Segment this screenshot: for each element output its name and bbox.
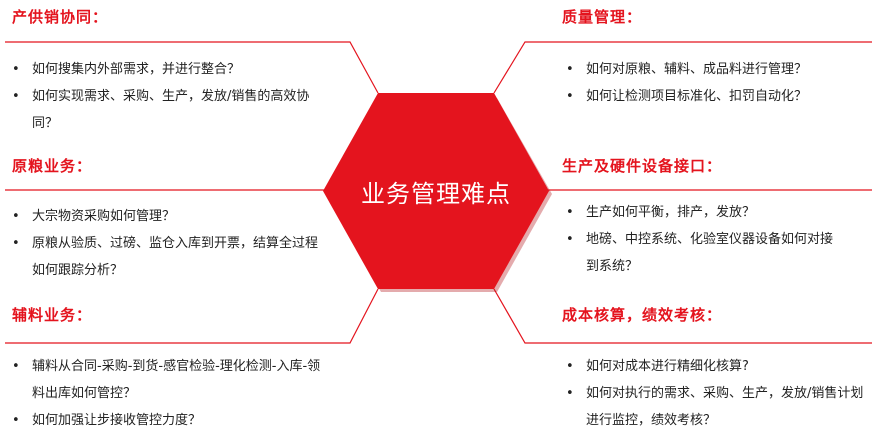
cost-list: 如何对成本进行精细化核算? 如何对执行的需求、采购、生产，发放/销售计划进行监控… bbox=[566, 353, 871, 434]
quality-list: 如何对原粮、辅料、成品料进行管理？ 如何让检测项目标准化、扣罚自动化？ bbox=[566, 56, 871, 110]
grain-list: 大宗物资采购如何管理？ 原粮从验质、过磅、监仓入库到开票，结算全过程如何跟踪分析… bbox=[12, 203, 322, 284]
center-hexagon bbox=[323, 93, 549, 289]
list-item: 大宗物资采购如何管理？ bbox=[12, 203, 322, 230]
equipment-heading: 生产及硬件设备接口： bbox=[562, 157, 723, 175]
list-item: 如何实现需求、采购、生产，发放/销售的高效协同？ bbox=[12, 83, 322, 137]
quality-heading: 质量管理： bbox=[562, 8, 643, 26]
list-item: 地磅、中控系统、化验室仪器设备如何对接到系统？ bbox=[566, 226, 841, 280]
grain-heading: 原粮业务： bbox=[12, 157, 93, 175]
auxiliary-heading: 辅料业务： bbox=[12, 306, 93, 324]
list-item: 如何对成本进行精细化核算? bbox=[566, 353, 871, 380]
cost-heading: 成本核算，绩效考核： bbox=[562, 306, 723, 324]
connector-bottom-left bbox=[5, 288, 379, 344]
supply-list: 如何搜集内外部需求，并进行整合？ 如何实现需求、采购、生产，发放/销售的高效协同… bbox=[12, 56, 322, 137]
list-item: 生产如何平衡，排产，发放？ bbox=[566, 199, 871, 226]
connector-top-left bbox=[5, 41, 379, 94]
connector-top-right bbox=[493, 41, 872, 94]
list-item: 辅料从合同-采购-到货-感官检验-理化检测-入库-领料出库如何管控？ bbox=[12, 353, 322, 407]
connector-bottom-right bbox=[493, 288, 872, 344]
supply-heading: 产供销协同： bbox=[12, 8, 109, 26]
list-item: 如何加强让步接收管控力度？ bbox=[12, 407, 322, 434]
list-item: 如何对执行的需求、采购、生产，发放/销售计划进行监控，绩效考核？ bbox=[566, 380, 876, 434]
equipment-list: 生产如何平衡，排产，发放？ 地磅、中控系统、化验室仪器设备如何对接到系统？ bbox=[566, 199, 871, 280]
list-item: 如何让检测项目标准化、扣罚自动化？ bbox=[566, 83, 871, 110]
list-item: 原粮从验质、过磅、监仓入库到开票，结算全过程如何跟踪分析？ bbox=[12, 230, 322, 284]
list-item: 如何搜集内外部需求，并进行整合？ bbox=[12, 56, 322, 83]
auxiliary-list: 辅料从合同-采购-到货-感官检验-理化检测-入库-领料出库如何管控？ 如何加强让… bbox=[12, 353, 322, 434]
list-item: 如何对原粮、辅料、成品料进行管理？ bbox=[566, 56, 871, 83]
